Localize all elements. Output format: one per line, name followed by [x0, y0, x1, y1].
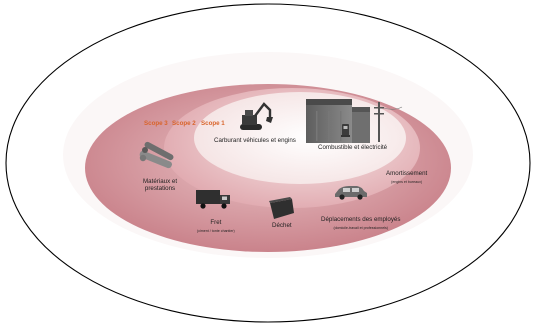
fret-sublabel: (ciment / tonte chantier): [197, 228, 235, 233]
deplacements-sublabel: (domicile-travail et professionnels): [333, 225, 388, 230]
scope-2-label: Scope 2: [172, 120, 196, 127]
amortissement-block: Amortissement (engins et bureaux): [386, 163, 427, 185]
power-pole-icon: [374, 102, 403, 142]
materiaux-label-line1: Matériaux et: [143, 178, 178, 185]
scope-1-label: Scope 1: [201, 120, 225, 127]
carburant-label: Carburant véhicules et engins: [214, 137, 296, 144]
fret-block: Fret (ciment / tonte chantier): [197, 212, 235, 234]
pipes-icon: [139, 141, 174, 169]
materiaux-label-line2: prestations: [144, 184, 176, 192]
waste-container-icon: [269, 197, 294, 219]
amortissement-label: Amortissement: [386, 170, 428, 177]
fret-label: Fret: [210, 219, 222, 226]
deplacements-block: Déplacements des employés (domicile-trav…: [321, 209, 400, 231]
scope-3-label: Scope 3: [144, 120, 168, 127]
gas-pump-icon: [341, 124, 350, 137]
excavator-icon: [240, 102, 273, 130]
materiaux-block: Matériaux et prestations: [143, 178, 178, 192]
dechet-label: Déchet: [272, 222, 292, 229]
car-icon: [335, 186, 367, 200]
combustible-label: Combustible et électricité: [318, 144, 388, 151]
truck-icon: [196, 190, 230, 209]
amortissement-sublabel: (engins et bureaux): [391, 179, 423, 184]
deplacements-label: Déplacements des employés: [321, 216, 401, 223]
